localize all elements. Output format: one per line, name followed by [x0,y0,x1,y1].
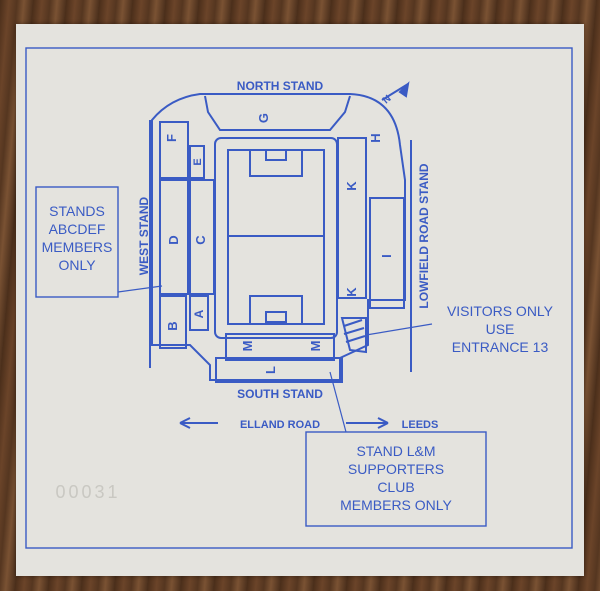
block-k-outline [337,137,367,299]
hatch [345,335,366,343]
south-goal-box [265,311,287,323]
stadium-outline [151,93,406,381]
block-e-outline [189,145,205,179]
north-arrow-line [381,83,409,101]
inner-bowl [214,137,338,339]
supporters-note-line: MEMBERS ONLY [340,497,452,513]
road-name-label: ELLAND ROAD [240,419,320,431]
block-a-outline [189,295,209,331]
visitors-note-line: VISITORS ONLY [447,303,554,319]
ticket-border [25,47,573,549]
supporters-note-box [305,431,487,527]
block-g-label: G [256,113,271,123]
block-lm-outline [225,333,335,361]
west-stand-label: WEST STAND [137,196,151,275]
block-e-label: E [192,158,204,165]
block-f-label: F [164,134,179,142]
south-stand-label: SOUTH STAND [237,387,323,401]
north-arrow-icon [398,81,410,98]
block-c-label: C [193,235,208,245]
members-note-line: ABCDEF [49,221,106,237]
block-m-right-label: M [308,341,323,352]
members-note-box [35,186,119,298]
block-d-label: D [166,235,181,244]
members-note-line: STANDS [49,203,105,219]
block-b-outline [159,295,187,349]
members-leader [117,285,163,293]
lowfield-stand-label: LOWFIELD ROAD STAND [417,163,431,308]
supporters-leader [329,371,347,433]
members-note-line: ONLY [58,257,96,273]
north-goal-box [265,149,287,161]
north-stand-outline [204,95,351,131]
arrowhead [377,417,389,429]
supporters-note-line: CLUB [377,479,414,495]
block-i-outline [369,197,405,309]
visitors-note-line: ENTRANCE 13 [452,339,549,355]
supporters-note-line: SUPPORTERS [348,461,444,477]
block-c-outline [189,179,215,295]
arrowhead [179,417,191,429]
ticket-paper [16,24,584,576]
serial-number: 00031 [55,482,120,502]
road-direction-label: LEEDS [402,419,439,431]
visitors-leader [365,323,433,336]
block-a-label: A [192,309,206,318]
south-stand-outline [215,357,343,383]
block-m-left-label: M [240,341,255,352]
block-k-lower-label: K [344,287,359,297]
block-h-label: H [368,133,383,142]
block-f-outline [159,121,189,179]
block-d-outline [159,179,189,295]
south-penalty-box [249,295,303,325]
block-b-label: B [165,321,180,330]
hatch [343,327,365,335]
north-stand-label: NORTH STAND [237,79,324,93]
visitors-note-line: USE [486,321,515,337]
visitors-corner [340,317,367,354]
members-note-line: MEMBERS [42,239,113,255]
hatch [343,319,363,327]
supporters-note-line: STAND L&M [356,443,435,459]
block-k-upper-label: K [344,181,359,191]
block-i-label: I [379,254,394,258]
block-l-label: L [263,366,278,374]
north-penalty-box [249,149,303,177]
